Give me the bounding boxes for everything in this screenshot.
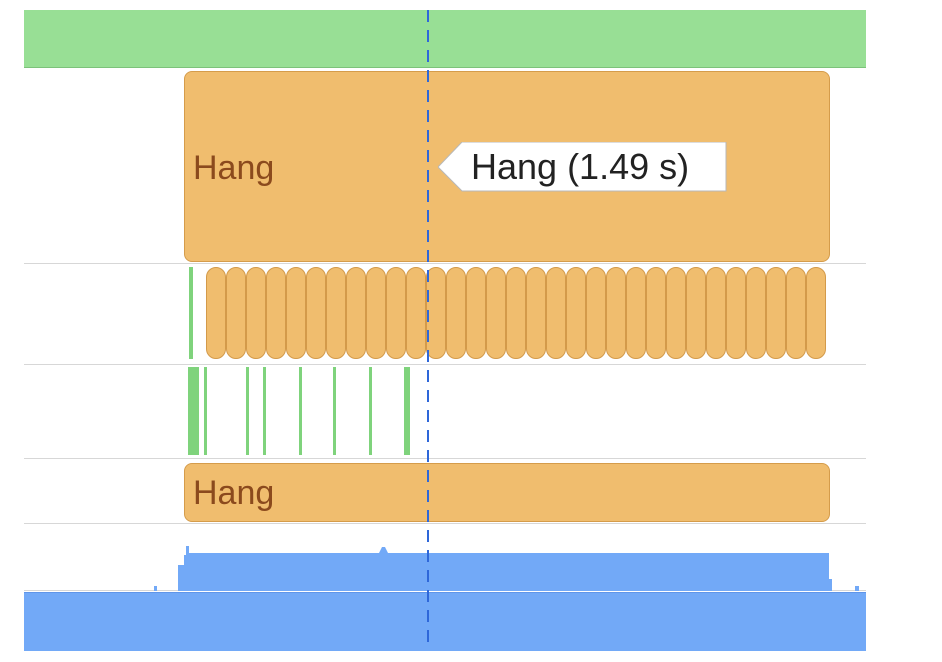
hang-segment[interactable] <box>386 267 406 359</box>
hang-segment[interactable] <box>486 267 506 359</box>
hang-segment[interactable] <box>726 267 746 359</box>
hang-segment[interactable] <box>706 267 726 359</box>
blue-activity-graph[interactable] <box>24 545 866 591</box>
green-marker <box>404 367 410 455</box>
hang-segment[interactable] <box>326 267 346 359</box>
blue-bottom-track[interactable] <box>24 592 866 651</box>
hang-segment[interactable] <box>746 267 766 359</box>
hang-segment[interactable] <box>766 267 786 359</box>
hang-segment[interactable] <box>366 267 386 359</box>
tooltip-text: Hang (1.49 s) <box>471 146 690 187</box>
hang-segment[interactable] <box>646 267 666 359</box>
playhead-line[interactable] <box>427 10 429 650</box>
hang-segment[interactable] <box>666 267 686 359</box>
hang-segment[interactable] <box>606 267 626 359</box>
hang-segment[interactable] <box>306 267 326 359</box>
hang-segment[interactable] <box>806 267 826 359</box>
hang-segment[interactable] <box>626 267 646 359</box>
green-marker <box>369 367 372 455</box>
secondary-hang-bar[interactable]: Hang <box>184 463 830 522</box>
track-divider-1 <box>24 263 866 264</box>
hang-segment[interactable] <box>546 267 566 359</box>
hang-segment[interactable] <box>406 267 426 359</box>
green-marker-left <box>189 267 193 359</box>
green-marker <box>204 367 207 455</box>
hang-segment[interactable] <box>446 267 466 359</box>
timeline-panel[interactable]: Hang <box>24 10 866 651</box>
track-divider-3 <box>24 458 866 459</box>
hang-tooltip: Hang (1.49 s) <box>438 142 728 192</box>
hang-segment[interactable] <box>226 267 246 359</box>
hang-segment[interactable] <box>786 267 806 359</box>
secondary-hang-label: Hang <box>193 474 275 512</box>
hang-segment[interactable] <box>286 267 306 359</box>
track-divider-2 <box>24 364 866 365</box>
hang-segment[interactable] <box>426 267 446 359</box>
hang-segment[interactable] <box>346 267 366 359</box>
hang-segment[interactable] <box>686 267 706 359</box>
tooltip-callout-icon <box>438 142 727 192</box>
green-marker <box>333 367 336 455</box>
main-hang-label: Hang <box>193 149 275 187</box>
track-divider-4 <box>24 523 866 524</box>
green-marker <box>263 367 266 455</box>
green-marker <box>246 367 249 455</box>
hang-segment[interactable] <box>246 267 266 359</box>
green-marker <box>188 367 199 455</box>
hang-segment[interactable] <box>586 267 606 359</box>
hang-segment[interactable] <box>466 267 486 359</box>
blue-activity-marker <box>855 586 859 591</box>
hang-segment[interactable] <box>526 267 546 359</box>
hang-segment[interactable] <box>566 267 586 359</box>
hang-segment[interactable] <box>506 267 526 359</box>
green-top-track[interactable] <box>24 10 866 68</box>
green-marker <box>299 367 302 455</box>
hang-segment[interactable] <box>266 267 286 359</box>
blue-activity-area <box>24 546 866 591</box>
hang-segment[interactable] <box>206 267 226 359</box>
